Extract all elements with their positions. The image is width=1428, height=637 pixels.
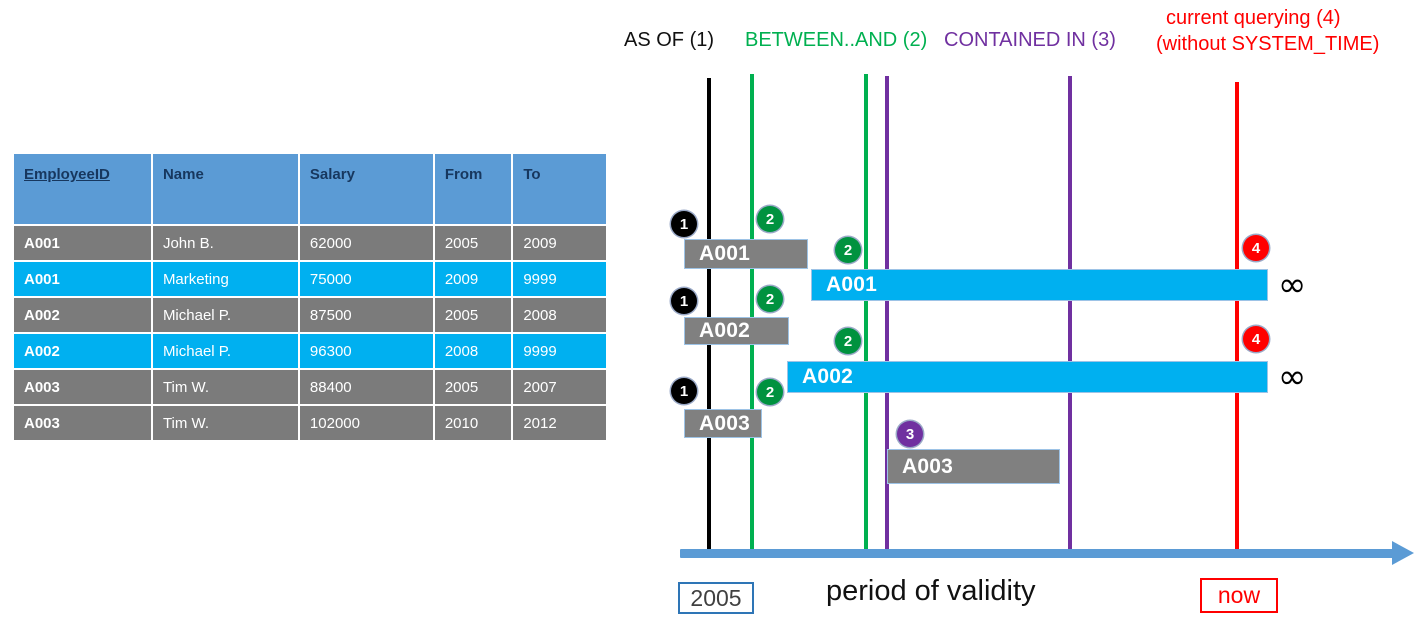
between-start-line	[750, 74, 754, 556]
cell-salary: 102000	[299, 406, 433, 440]
axis-start-label: 2005	[678, 582, 754, 614]
bar-a003-2010-2012: A003	[887, 449, 1060, 484]
cell-from: 2005	[434, 370, 512, 404]
timeline-axis	[680, 549, 1396, 558]
bar-a001-2005-2009: A001	[684, 239, 808, 269]
column-header-to: To	[513, 154, 606, 224]
now-line	[1235, 82, 1239, 556]
badge-3-a003-second: 3	[897, 421, 923, 447]
bar-a001-2009-now: A001	[811, 269, 1268, 301]
badge-1-a002-gray: 1	[671, 288, 697, 314]
legend-contained-in: CONTAINED IN (3)	[944, 29, 1116, 51]
cell-employeeid: A003	[14, 406, 151, 440]
cell-salary: 96300	[299, 334, 433, 368]
table-row: A002 Michael P. 87500 2005 2008	[14, 298, 606, 332]
table-header: EmployeeID Name Salary From To	[14, 154, 606, 224]
bar-a002-2005-2008: A002	[684, 317, 789, 345]
table-row: A001 Marketing 75000 2009 9999	[14, 262, 606, 296]
cell-salary: 88400	[299, 370, 433, 404]
badge-2-a003-gray: 2	[757, 379, 783, 405]
axis-end-label: now	[1200, 578, 1278, 613]
cell-name: Michael P.	[152, 334, 298, 368]
contained-start-line	[885, 76, 889, 556]
contained-end-line	[1068, 76, 1072, 556]
column-header-name: Name	[152, 154, 298, 224]
column-header-employeeid-label: EmployeeID	[24, 166, 110, 183]
column-header-salary: Salary	[299, 154, 433, 224]
badge-2-a001-cyan: 2	[835, 237, 861, 263]
badge-2-a002-gray: 2	[757, 286, 783, 312]
axis-title: period of validity	[826, 575, 1036, 607]
cell-name: Marketing	[152, 262, 298, 296]
table-header-row: EmployeeID Name Salary From To	[14, 154, 606, 224]
between-end-line	[864, 74, 868, 556]
legend-without-system-time: (without SYSTEM_TIME)	[1156, 33, 1380, 55]
cell-from: 2009	[434, 262, 512, 296]
cell-employeeid: A002	[14, 334, 151, 368]
cell-to: 9999	[513, 334, 606, 368]
timeline-arrow-icon	[1392, 541, 1414, 565]
cell-salary: 62000	[299, 226, 433, 260]
column-header-employeeid: EmployeeID	[14, 154, 151, 224]
column-header-from: From	[434, 154, 512, 224]
cell-employeeid: A001	[14, 262, 151, 296]
badge-2-a002-cyan: 2	[835, 328, 861, 354]
cell-employeeid: A002	[14, 298, 151, 332]
table-row: A003 Tim W. 102000 2010 2012	[14, 406, 606, 440]
badge-2-a001-gray: 2	[757, 206, 783, 232]
table-row: A001 John B. 62000 2005 2009	[14, 226, 606, 260]
legend-between-and: BETWEEN..AND (2)	[745, 29, 928, 51]
infinity-icon: ∞	[1278, 265, 1307, 305]
cell-salary: 87500	[299, 298, 433, 332]
cell-from: 2010	[434, 406, 512, 440]
cell-to: 9999	[513, 262, 606, 296]
bar-a003-2005-2007: A003	[684, 409, 762, 438]
cell-name: Tim W.	[152, 406, 298, 440]
legend-current-querying: current querying (4)	[1166, 7, 1341, 29]
cell-name: Michael P.	[152, 298, 298, 332]
badge-1-a003-gray: 1	[671, 378, 697, 404]
table-body: A001 John B. 62000 2005 2009 A001 Market…	[14, 226, 606, 440]
badge-4-a002-cyan: 4	[1243, 326, 1269, 352]
badge-1-a001-gray: 1	[671, 211, 697, 237]
cell-from: 2005	[434, 298, 512, 332]
cell-to: 2012	[513, 406, 606, 440]
table-row: A002 Michael P. 96300 2008 9999	[14, 334, 606, 368]
cell-from: 2005	[434, 226, 512, 260]
cell-employeeid: A003	[14, 370, 151, 404]
cell-name: John B.	[152, 226, 298, 260]
cell-to: 2008	[513, 298, 606, 332]
cell-employeeid: A001	[14, 226, 151, 260]
infinity-icon: ∞	[1278, 357, 1307, 397]
cell-from: 2008	[434, 334, 512, 368]
employee-history-table: EmployeeID Name Salary From To A001 John…	[12, 152, 608, 442]
bar-a002-2008-now: A002	[787, 361, 1268, 393]
cell-salary: 75000	[299, 262, 433, 296]
cell-name: Tim W.	[152, 370, 298, 404]
badge-4-a001-cyan: 4	[1243, 235, 1269, 261]
cell-to: 2009	[513, 226, 606, 260]
table-row: A003 Tim W. 88400 2005 2007	[14, 370, 606, 404]
legend-as-of: AS OF (1)	[624, 29, 715, 51]
cell-to: 2007	[513, 370, 606, 404]
